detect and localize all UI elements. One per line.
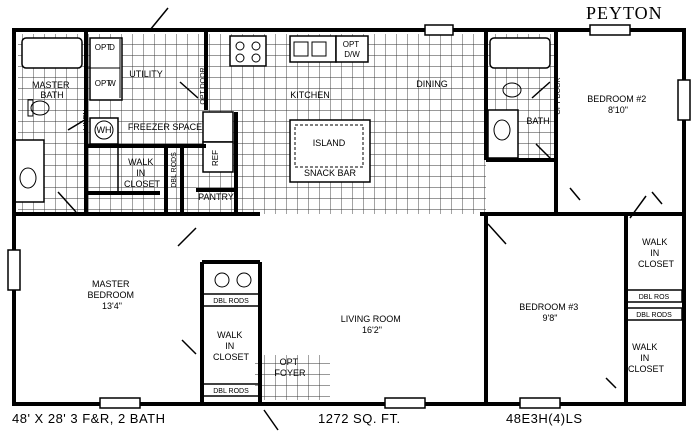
dbl-rods-top-label: DBL RODS (213, 298, 249, 305)
wh-label: WH (97, 125, 112, 135)
utility-label: UTILITY (129, 69, 163, 79)
dbl-rods-right-1-label: DBL ROS (639, 294, 670, 301)
dining-label: DINING (416, 79, 448, 89)
appliance-details (19, 39, 522, 288)
dishwasher-space (335, 35, 369, 63)
pantry-label: PANTRY (198, 192, 234, 202)
opt-dw-label: OPT D/W (343, 40, 362, 59)
refrigerator (202, 141, 234, 173)
thin-walls (117, 145, 683, 397)
fixtures (13, 35, 551, 203)
room-labels: MASTER BATH UTILITY OPT D OPT W OPT DOOR… (32, 40, 675, 395)
ref-label: REF (211, 150, 220, 166)
opt-d-label: OPT D (95, 43, 115, 52)
island-label: ISLAND (313, 138, 346, 148)
kitchen-sink (289, 35, 337, 63)
freezer-space-label: FREEZER SPACE (128, 122, 202, 132)
opt-w-label: OPT W (95, 79, 116, 88)
toilet-icon (30, 100, 50, 116)
dbl-rods-right-2-label: DBL RODS (636, 312, 672, 319)
master-bedroom-label: MASTER BEDROOM 13'4" (87, 279, 136, 311)
linen-label: LINEN (83, 110, 90, 131)
range (229, 35, 267, 67)
bath-tub (489, 37, 551, 69)
bath-label: BATH (526, 116, 549, 126)
washer-dryer-space (89, 37, 123, 101)
footer-dimensions: 48' X 28' 3 F&R, 2 BATH (12, 411, 166, 426)
opt-door-bath-label: OPT DOOR (555, 77, 562, 114)
footer-model: 48E3H(4)LS (506, 411, 583, 426)
footer-sqft: 1272 SQ. FT. (318, 411, 401, 426)
walk-in-closet-right-bottom-label: WALK IN CLOSET (628, 342, 665, 374)
walk-in-closet-center-label: WALK IN CLOSET (213, 330, 250, 362)
bath-vanity (487, 109, 519, 159)
sink-icon (493, 119, 511, 141)
kitchen-label: KITCHEN (290, 90, 330, 100)
opt-foyer-label: OPT FOYER (274, 357, 306, 378)
bedroom2-label: BEDROOM #2 8'10" (587, 94, 649, 115)
sink-icon (19, 167, 37, 189)
bedroom3-label: BEDROOM #3 9'8" (519, 302, 581, 323)
master-bath-label: MASTER BATH (32, 80, 72, 100)
plan-title: PEYTON (586, 3, 663, 23)
dbl-rods-vertical-label: DBL RODS (171, 152, 178, 188)
dbl-rods-bottom-label: DBL RODS (213, 388, 249, 395)
island (289, 119, 371, 183)
walk-in-closet-right-top-label: WALK IN CLOSET (638, 237, 675, 269)
walls (12, 28, 686, 406)
water-heater-icon (94, 120, 114, 140)
toilet-icon (502, 82, 522, 98)
door-arrows (57, 7, 663, 431)
footer: 48' X 28' 3 F&R, 2 BATH 1272 SQ. FT. 48E… (12, 411, 583, 426)
windows (7, 24, 691, 409)
master-vanity (13, 139, 45, 203)
opt-door-utility-label: OPT DOOR (200, 67, 207, 104)
snack-bar-label: SNACK BAR (304, 168, 357, 178)
living-room-label: LIVING ROOM 16'2" (341, 314, 404, 335)
master-tub (21, 37, 83, 69)
walk-in-closet-master-label: WALK IN CLOSET (124, 157, 161, 189)
